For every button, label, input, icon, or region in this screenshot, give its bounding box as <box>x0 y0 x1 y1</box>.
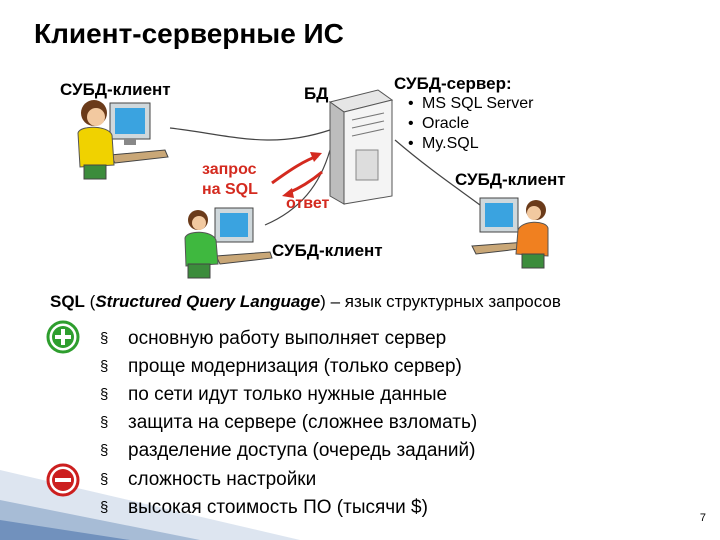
db-label: БД <box>304 84 329 103</box>
con-item: сложность настройки <box>100 466 428 494</box>
link-right <box>394 139 481 206</box>
request-arrowhead <box>310 152 322 162</box>
client-right-label: СУБД-клиент <box>455 170 566 189</box>
request-label-line2: на SQL <box>202 181 258 198</box>
sql-close-paren: ) <box>320 292 326 311</box>
pro-item: защита на сервере (сложнее взломать) <box>100 409 477 437</box>
network-diagram <box>77 89 549 279</box>
server-item: Oracle <box>408 114 533 134</box>
client-bottom-label: СУБД-клиент <box>272 241 383 260</box>
pro-item: разделение доступа (очередь заданий) <box>100 437 477 465</box>
link-bottom <box>264 149 331 226</box>
sql-definition: SQL (Structured Query Language) – язык с… <box>50 292 561 312</box>
request-label: запрос на SQL <box>202 160 258 200</box>
sql-abbr: SQL <box>50 292 85 311</box>
con-item: высокая стоимость ПО (тысячи $) <box>100 494 428 522</box>
client-top-left-icon <box>77 100 169 180</box>
pro-item: проще модернизация (только сервер) <box>100 353 477 381</box>
server-item: My.SQL <box>408 134 533 154</box>
server-block: СУБД-сервер: MS SQL Server Oracle My.SQL <box>394 74 533 154</box>
slide-title: Клиент-серверные ИС <box>34 18 344 49</box>
request-label-line1: запрос <box>202 161 257 178</box>
response-arrow <box>287 170 323 195</box>
client-bottom-icon <box>184 207 273 279</box>
server-title: СУБД-сервер: <box>394 74 512 93</box>
response-arrowhead <box>282 188 294 198</box>
server-icon <box>328 89 394 205</box>
response-label: ответ <box>286 195 330 212</box>
server-list: MS SQL Server Oracle My.SQL <box>408 94 533 154</box>
sql-open-paren: ( <box>84 292 96 311</box>
page-number: 7 <box>699 512 706 524</box>
client-top-label: СУБД-клиент <box>60 80 171 99</box>
pros-list: основную работу выполняет сервер проще м… <box>100 325 477 465</box>
sql-description: – язык структурных запросов <box>325 292 561 311</box>
client-right-icon <box>471 197 549 269</box>
pro-item: основную работу выполняет сервер <box>100 325 477 353</box>
sql-expansion: Structured Query Language <box>95 292 321 311</box>
server-item: MS SQL Server <box>408 94 533 114</box>
link-left <box>169 127 331 141</box>
pro-item: по сети идут только нужные данные <box>100 381 477 409</box>
cons-list: сложность настройки высокая стоимость ПО… <box>100 466 428 522</box>
